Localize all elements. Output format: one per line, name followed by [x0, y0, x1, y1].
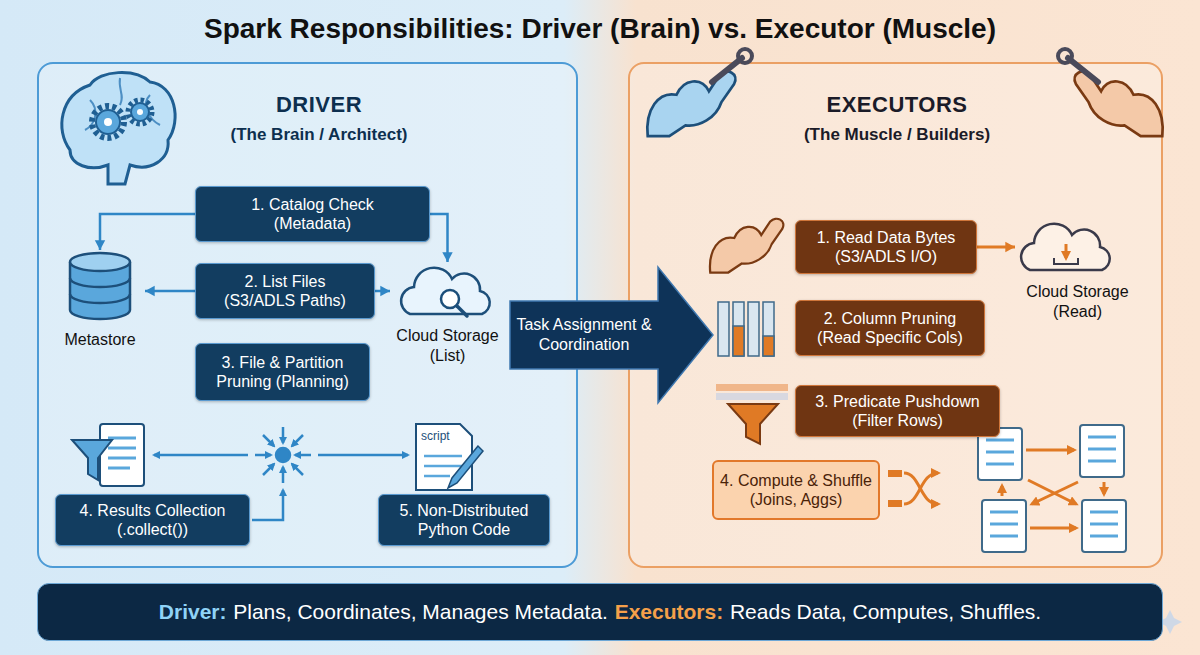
banner-text: Plans, Coordinates, Manages Metadata. — [233, 600, 608, 624]
panel-title: DRIVER — [159, 92, 479, 118]
icon-label: Cloud Storage (Read) — [1018, 282, 1138, 322]
panel-header: EXECUTORS (The Muscle / Builders) — [737, 92, 1057, 145]
box-label: 2. Column Pruning (Read Specific Cols) — [808, 309, 973, 347]
cloud-storage-node: Cloud Storage (Read) — [1015, 212, 1140, 322]
process-box: 4. Results Collection (.collect()) — [55, 494, 250, 546]
icon-label: Cloud Storage (List) — [390, 326, 505, 366]
edge-label: Task Assignment & Coordination — [509, 315, 659, 355]
box-label: 3. File & Partition Pruning (Planning) — [208, 353, 358, 391]
banner-text: Reads Data, Computes, Shuffles. — [730, 600, 1041, 624]
panel-header: DRIVER (The Brain / Architect) — [159, 92, 479, 145]
banner-key: Executors: — [615, 600, 724, 624]
icon-label: Metastore — [64, 330, 135, 350]
panel-subtitle: (The Brain / Architect) — [159, 125, 479, 145]
metastore-node: Metastore — [55, 250, 145, 350]
box-label: 4. Compute & Shuffle (Joins, Aggs) — [714, 471, 878, 509]
process-box: 5. Non-Distributed Python Code — [378, 494, 550, 546]
box-label: 3. Predicate Pushdown (Filter Rows) — [805, 392, 990, 430]
process-box: 1. Read Data Bytes (S3/ADLS I/O) — [795, 220, 977, 274]
panel-subtitle: (The Muscle / Builders) — [737, 125, 1057, 145]
process-box: 1. Catalog Check (Metadata) — [195, 186, 430, 242]
database-icon — [70, 253, 130, 319]
process-box: 3. File & Partition Pruning (Planning) — [195, 343, 370, 401]
summary-banner: Driver:Plans, Coordinates, Manages Metad… — [37, 583, 1163, 641]
executors-panel: EXECUTORS (The Muscle / Builders) 1. Read … — [628, 62, 1163, 568]
process-box: 3. Predicate Pushdown (Filter Rows) — [795, 385, 1000, 437]
banner-key: Driver: — [159, 600, 227, 624]
box-label: 1. Catalog Check (Metadata) — [238, 195, 388, 233]
cloud-storage-node: Cloud Storage (List) — [390, 262, 505, 366]
diagram-title: Spark Responsibilities: Driver (Brain) v… — [0, 13, 1200, 45]
box-label: 1. Read Data Bytes (S3/ADLS I/O) — [806, 228, 966, 266]
panel-title: EXECUTORS — [737, 92, 1057, 118]
process-box: 2. Column Pruning (Read Specific Cols) — [795, 300, 985, 356]
box-label: 5. Non-Distributed Python Code — [389, 501, 539, 539]
process-box: 4. Compute & Shuffle (Joins, Aggs) — [712, 460, 880, 520]
icon-caption: script — [421, 429, 450, 443]
process-box: 2. List Files (S3/ADLS Paths) — [195, 263, 375, 319]
box-label: 4. Results Collection (.collect()) — [67, 501, 239, 539]
box-label: 2. List Files (S3/ADLS Paths) — [215, 272, 355, 310]
coordination-hub — [255, 427, 311, 483]
